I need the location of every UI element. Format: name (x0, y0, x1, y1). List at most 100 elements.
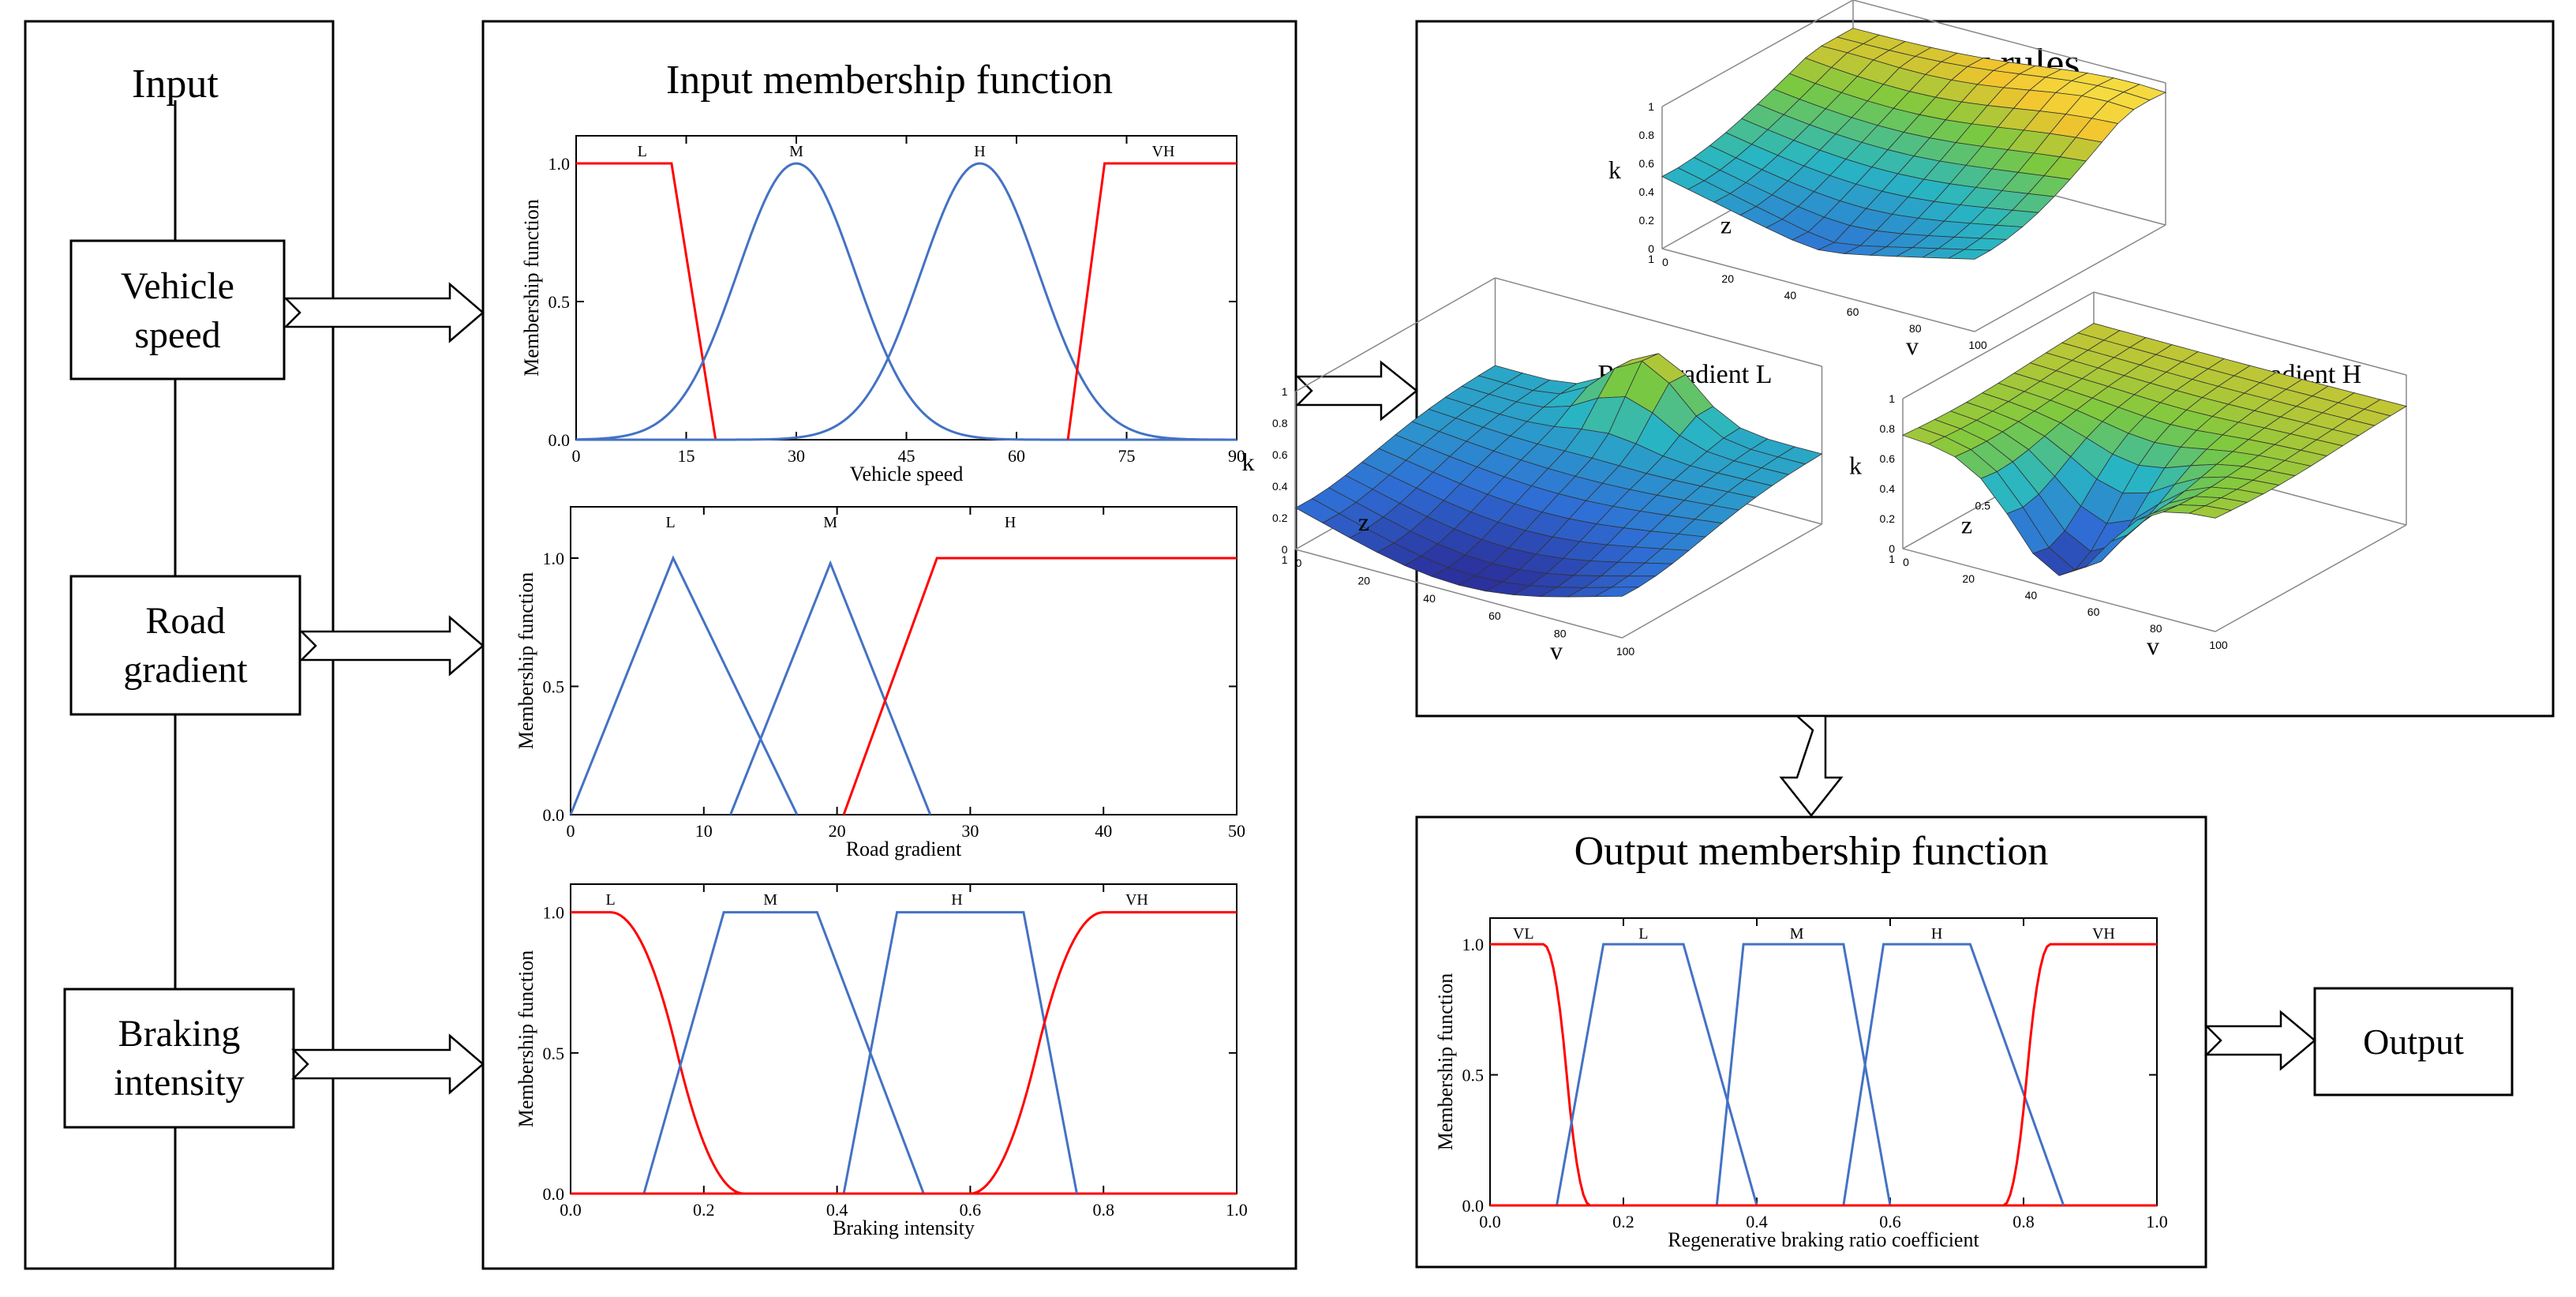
z-axis-label: z (1720, 211, 1732, 239)
z-axis-label: z (1358, 508, 1369, 536)
output-box-label: Output (2363, 1021, 2464, 1062)
y-axis-label: Membership function (1434, 973, 1457, 1151)
v-tick-label: 80 (1554, 628, 1567, 640)
y-tick-label: 0.5 (543, 677, 565, 697)
x-tick-label: 0.8 (1092, 1200, 1114, 1220)
x-axis-label: Vehicle speed (850, 463, 964, 485)
mf-set-label: L (606, 891, 616, 909)
v-tick-label: 20 (1962, 572, 1975, 585)
mf-set-label: H (974, 143, 985, 160)
k-tick-label: 0 (1889, 542, 1895, 555)
k-axis-label: k (1608, 156, 1621, 184)
x-axis-label: Regenerative braking ratio coefficient (1668, 1228, 1979, 1251)
surface-box-edge (1974, 224, 2166, 332)
mf-curve-l (569, 555, 799, 815)
arrow-road-gradient (298, 615, 485, 677)
surface-box-edge (1295, 549, 1623, 639)
v-tick-label: 100 (1616, 645, 1635, 658)
surface-patch (1594, 587, 1639, 598)
plot-frame (1489, 917, 2158, 1206)
z-tick-label: 1 (1648, 253, 1654, 265)
k-tick-label: 0.2 (1880, 512, 1896, 525)
mf-set-label: VL (1513, 925, 1534, 943)
k-tick-label: 0 (1282, 543, 1288, 556)
mf-set-label: M (823, 514, 837, 531)
surface-patch (2188, 505, 2233, 519)
x-tick-label: 1.0 (1226, 1200, 1248, 1220)
mf-curve-h (842, 557, 1237, 815)
mf-curve-l (571, 911, 1237, 1195)
surface-box-edge (2215, 524, 2407, 632)
x-axis-label: Road gradient (846, 838, 962, 860)
x-tick-label: 15 (678, 446, 695, 466)
y-tick-label: 0.0 (543, 1184, 565, 1204)
k-tick-label: 0.4 (1272, 480, 1288, 493)
x-tick-label: 75 (1118, 446, 1136, 466)
y-tick-label: 0.5 (549, 292, 571, 312)
x-tick-label: 40 (1095, 821, 1112, 841)
k-tick-label: 0 (1648, 242, 1654, 255)
v-axis-label: v (1550, 636, 1563, 665)
mf-curve-h (1842, 943, 2065, 1206)
surface-road-gradient-m: Road gradient M00.20.40.60.8102040608010… (1608, 0, 2167, 360)
x-tick-label: 0.6 (960, 1200, 982, 1220)
output-mf-panel (1415, 815, 2207, 1269)
k-tick-label: 1 (1282, 385, 1288, 398)
surface-box-edge (1495, 277, 1822, 367)
v-tick-label: 80 (1909, 322, 1922, 335)
v-tick-label: 20 (1721, 272, 1734, 285)
y-tick-label: 0.0 (1462, 1196, 1485, 1216)
mf-curve-vh (1066, 162, 1237, 440)
surface-road-gradient-h: Road gradient H00.20.40.60.8102040608010… (1849, 291, 2408, 660)
y-tick-label: 0.5 (543, 1044, 565, 1063)
surface-box-edge (1852, 0, 2166, 84)
mf-set-label: H (951, 891, 962, 909)
mf-set-label: VH (2092, 925, 2115, 943)
x-tick-label: 0.4 (1746, 1212, 1768, 1231)
k-axis-label: k (1242, 448, 1255, 476)
mf-curve-m (729, 560, 932, 815)
v-tick-label: 40 (1423, 592, 1436, 605)
k-tick-label: 1 (1648, 100, 1654, 113)
v-axis-label: v (1906, 332, 1919, 360)
mf-set-label: VH (1152, 143, 1175, 160)
road-gradient-box (69, 575, 301, 716)
braking-intensity-label-1: Braking (118, 1013, 241, 1055)
x-tick-label: 50 (1228, 821, 1245, 841)
x-tick-label: 90 (1228, 446, 1245, 466)
mf-curve-vh (571, 911, 1237, 1195)
y-tick-label: 1.0 (543, 903, 565, 923)
surface-box-edge (1622, 523, 1822, 639)
output-box (2313, 987, 2514, 1096)
vehicle-speed-box (69, 239, 286, 380)
surface-box-edge (1295, 277, 1496, 392)
x-tick-label: 45 (898, 446, 915, 466)
output-mf-title: Output membership function (1574, 829, 2049, 874)
v-tick-label: 0 (1903, 556, 1909, 568)
surface-box-edge (1661, 0, 1854, 107)
y-tick-label: 1.0 (1462, 935, 1485, 954)
mf-set-label: L (1638, 925, 1648, 943)
braking-intensity-box (63, 988, 295, 1129)
mf-set-label: L (638, 143, 647, 160)
v-tick-label: 40 (1784, 289, 1797, 302)
mf-set-label: M (789, 143, 803, 160)
v-tick-label: 100 (2209, 639, 2228, 651)
k-tick-label: 0.8 (1272, 417, 1288, 429)
y-tick-label: 1.0 (549, 154, 571, 174)
v-tick-label: 20 (1358, 574, 1371, 587)
mf-set-label: M (1790, 925, 1804, 943)
mf-curve-h (576, 162, 1237, 441)
z-tick-label: 0.5 (1975, 500, 1991, 512)
x-tick-label: 0 (572, 446, 581, 466)
mf-curve-l (576, 162, 717, 440)
road-gradient-label-1: Road (145, 600, 225, 642)
braking-intensity-label-2: intensity (114, 1062, 244, 1104)
x-tick-label: 30 (788, 446, 805, 466)
v-tick-label: 100 (1968, 339, 1987, 351)
vehicle-speed-label-2: speed (134, 314, 220, 356)
x-tick-label: 0.2 (1612, 1212, 1634, 1231)
x-tick-label: 0.2 (693, 1200, 715, 1220)
